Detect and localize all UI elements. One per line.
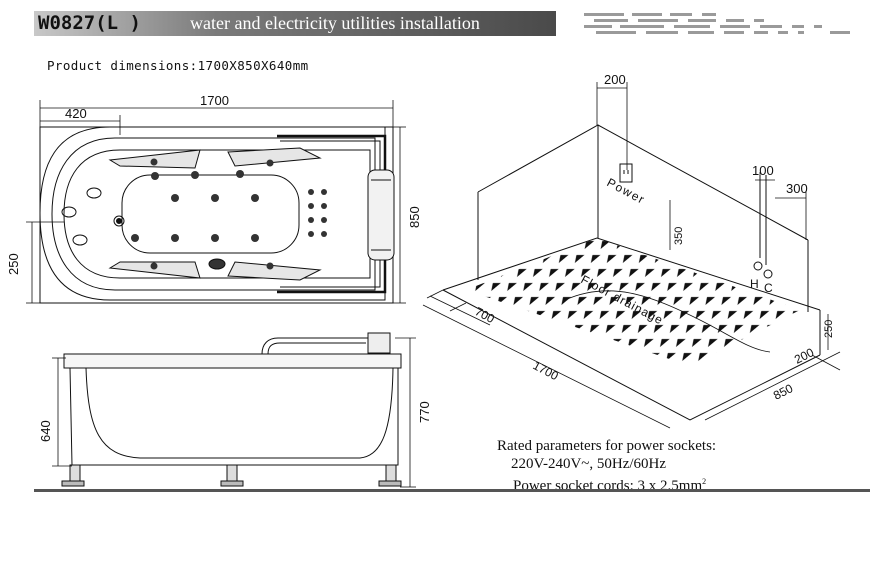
top-left-offset-label: 250 — [6, 253, 21, 275]
decorative-stripes — [584, 13, 850, 34]
room-water-c-offset-label: 300 — [786, 181, 808, 196]
top-offset-label: 420 — [65, 106, 87, 121]
rated-heading: Rated parameters for power sockets: — [497, 438, 717, 454]
room-floor-depth-label: 850 — [771, 381, 795, 403]
room-view — [442, 124, 821, 421]
side-total-height-label: 770 — [417, 401, 432, 423]
room-pipe-height-label: 250 — [823, 320, 835, 338]
rated-parameters: Rated parameters for power sockets: 220V… — [497, 437, 716, 495]
top-view — [39, 126, 395, 304]
room-view-dimension-lines — [422, 82, 841, 429]
product-dimensions: Product dimensions:1700X850X640mm — [47, 58, 309, 73]
room-water-h-offset-label: 100 — [752, 163, 774, 178]
room-power-offset-label: 200 — [604, 72, 626, 87]
room-hot-label: H — [750, 277, 759, 291]
top-length-label: 1700 — [200, 93, 229, 108]
side-view-dimension-lines — [52, 337, 416, 488]
top-width-label: 850 — [407, 206, 422, 228]
header-bar — [34, 11, 556, 36]
rated-cords-superscript: 2 — [702, 477, 707, 486]
room-floor-length-label: 1700 — [531, 358, 561, 383]
model-code: W0827(L ) — [38, 12, 141, 34]
room-power-height-label: 350 — [673, 227, 685, 245]
room-wall-offset-label: 200 — [792, 345, 816, 367]
top-view-dimension-lines — [26, 100, 406, 304]
room-cold-label: C — [764, 281, 773, 295]
rated-voltage: 220V-240V~, 50Hz/60Hz — [511, 456, 667, 472]
side-view — [61, 332, 402, 487]
ground-line — [34, 489, 870, 492]
top-view-jets — [131, 158, 327, 270]
page-title: water and electricity utilities installa… — [190, 13, 480, 33]
side-tub-height-label: 640 — [38, 420, 53, 442]
